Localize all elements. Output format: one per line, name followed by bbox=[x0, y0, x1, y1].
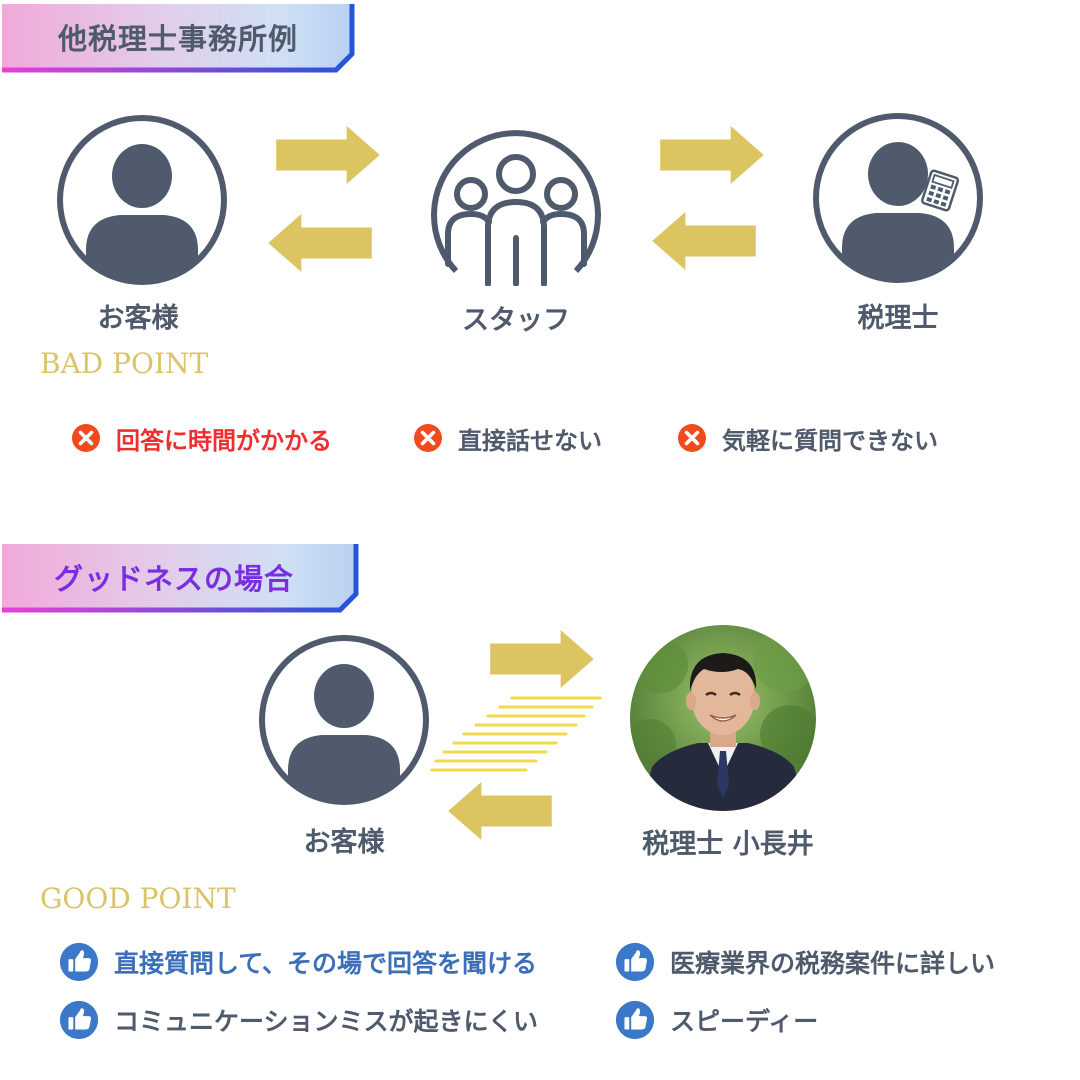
thumbs-up-icon bbox=[58, 941, 100, 983]
customer-label: お客様 bbox=[97, 303, 179, 334]
good-point-text: スピーディー bbox=[670, 1007, 819, 1036]
section2-title: グッドネスの場合 bbox=[54, 562, 295, 596]
accountant-label: 税理士 小長井 bbox=[642, 829, 814, 860]
x-circle-icon bbox=[412, 422, 444, 454]
customer-icon bbox=[52, 110, 232, 290]
staff-label: スタッフ bbox=[462, 305, 570, 336]
arrow-right-icon bbox=[660, 126, 764, 184]
accountant-label: 税理士 bbox=[857, 303, 939, 334]
section2-banner: グッドネスの場合 bbox=[0, 542, 362, 618]
speed-lines-icon bbox=[430, 696, 602, 772]
good-point-text: 直接質問して、その場で回答を聞ける bbox=[114, 949, 538, 978]
accountant-icon bbox=[808, 108, 988, 288]
arrow-right-icon bbox=[276, 126, 380, 184]
thumbs-up-icon bbox=[614, 999, 656, 1041]
bad-point-title: BAD POINT bbox=[40, 347, 209, 380]
section1-title: 他税理士事務所例 bbox=[58, 22, 299, 56]
good-point-item: 直接質問して、その場で回答を聞ける bbox=[58, 940, 537, 984]
arrow-left-icon bbox=[652, 212, 756, 270]
thumbs-up-icon bbox=[58, 999, 100, 1041]
good-point-text: コミュニケーションミスが起きにくい bbox=[114, 1007, 539, 1036]
good-point-item: スピーディー bbox=[614, 998, 818, 1042]
good-point-item: コミュニケーションミスが起きにくい bbox=[58, 998, 538, 1042]
staff-group-icon bbox=[431, 130, 601, 286]
good-point-title: GOOD POINT bbox=[40, 882, 236, 915]
arrow-left-icon bbox=[448, 782, 552, 840]
arrow-left-icon bbox=[268, 214, 372, 272]
customer-label: お客様 bbox=[303, 827, 385, 858]
bad-point-text: 回答に時間がかかる bbox=[116, 426, 332, 455]
bad-point-item: 直接話せない bbox=[412, 421, 602, 455]
x-circle-icon bbox=[676, 422, 708, 454]
good-point-item: 医療業界の税務案件に詳しい bbox=[614, 940, 995, 984]
customer-icon bbox=[254, 630, 434, 810]
bad-point-item: 気軽に質問できない bbox=[676, 421, 938, 455]
section1-banner: 他税理士事務所例 bbox=[0, 2, 362, 78]
good-point-text: 医療業界の税務案件に詳しい bbox=[670, 949, 996, 978]
bad-point-text: 直接話せない bbox=[458, 426, 602, 455]
x-circle-icon bbox=[70, 422, 102, 454]
bad-point-item: 回答に時間がかかる bbox=[70, 421, 332, 455]
thumbs-up-icon bbox=[614, 941, 656, 983]
accountant-photo bbox=[630, 625, 816, 811]
arrow-right-icon bbox=[490, 630, 594, 688]
bad-point-text: 気軽に質問できない bbox=[722, 426, 938, 455]
